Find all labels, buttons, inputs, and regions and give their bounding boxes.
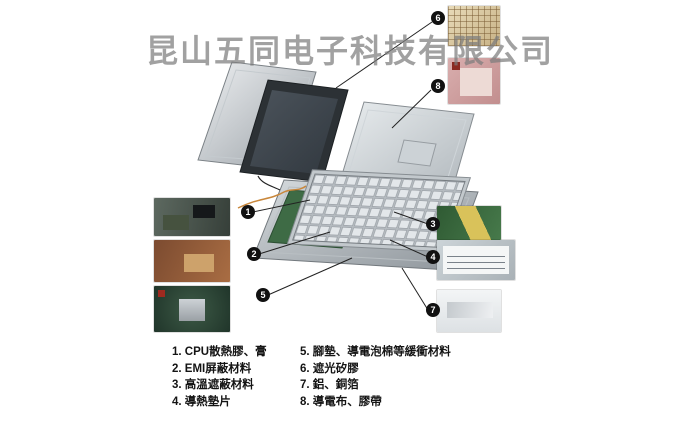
photo-cpu-thermal-paste <box>154 198 230 236</box>
legend-item-1: 1. CPU散熱膠、膏 <box>172 346 267 358</box>
legend-column-right: 5. 腳墊、導電泡棉等緩衝材料 6. 遮光矽膠 7. 鋁、銅箔 8. 導電布、膠… <box>300 344 451 410</box>
keyboard <box>286 169 472 253</box>
photo-foot-pad-cushion <box>154 286 230 332</box>
callout-line-2 <box>258 231 331 255</box>
legend-item-8: 8. 導電布、膠帶 <box>300 395 382 408</box>
photo-shading-silicone <box>448 6 500 46</box>
legend-item-5: 5. 腳墊、導電泡棉等緩衝材料 <box>300 346 451 358</box>
legend-item-7: 7. 鋁、銅箔 <box>300 379 359 391</box>
legend-item-2: 2. EMI屏蔽材料 <box>172 362 252 375</box>
legend-item-4: 4. 導熱墊片 <box>172 395 231 408</box>
photo-high-temp-masking <box>437 206 501 240</box>
legend: 1. CPU散熱膠、膏 2. EMI屏蔽材料 3. 高溫遮蔽材料 4. 導熱墊片… <box>172 344 451 410</box>
photo-emi-shielding <box>154 240 230 282</box>
callout-badge-7: 7 <box>426 303 440 317</box>
callout-badge-8: 8 <box>431 79 445 93</box>
callout-line-3 <box>393 211 429 225</box>
legend-item-6: 6. 遮光矽膠 <box>300 362 359 375</box>
antenna-cable <box>237 185 307 209</box>
callout-line-7 <box>401 267 429 311</box>
callout-line-6 <box>335 21 433 89</box>
callout-badge-1: 1 <box>241 205 255 219</box>
callout-line-8 <box>391 89 432 129</box>
legend-column-left: 1. CPU散熱膠、膏 2. EMI屏蔽材料 3. 高溫遮蔽材料 4. 導熱墊片 <box>172 344 290 410</box>
callout-badge-5: 5 <box>256 288 270 302</box>
callout-line-4 <box>389 239 429 258</box>
callout-line-1 <box>252 199 311 213</box>
photo-thermal-pad-label <box>437 240 515 280</box>
photo-conductive-cloth-tape <box>448 58 500 104</box>
touchpad <box>397 139 437 167</box>
callout-line-5 <box>267 257 353 296</box>
bottom-chassis-rim <box>260 186 470 263</box>
legend-item-3: 3. 高溫遮蔽材料 <box>172 379 254 391</box>
callout-badge-4: 4 <box>426 250 440 264</box>
callout-badge-2: 2 <box>247 247 261 261</box>
lcd-screen-surface <box>250 90 338 174</box>
lcd-cable <box>257 175 281 191</box>
callout-badge-3: 3 <box>426 217 440 231</box>
photo-aluminum-copper-foil <box>437 290 501 332</box>
callout-badge-6: 6 <box>431 11 445 25</box>
